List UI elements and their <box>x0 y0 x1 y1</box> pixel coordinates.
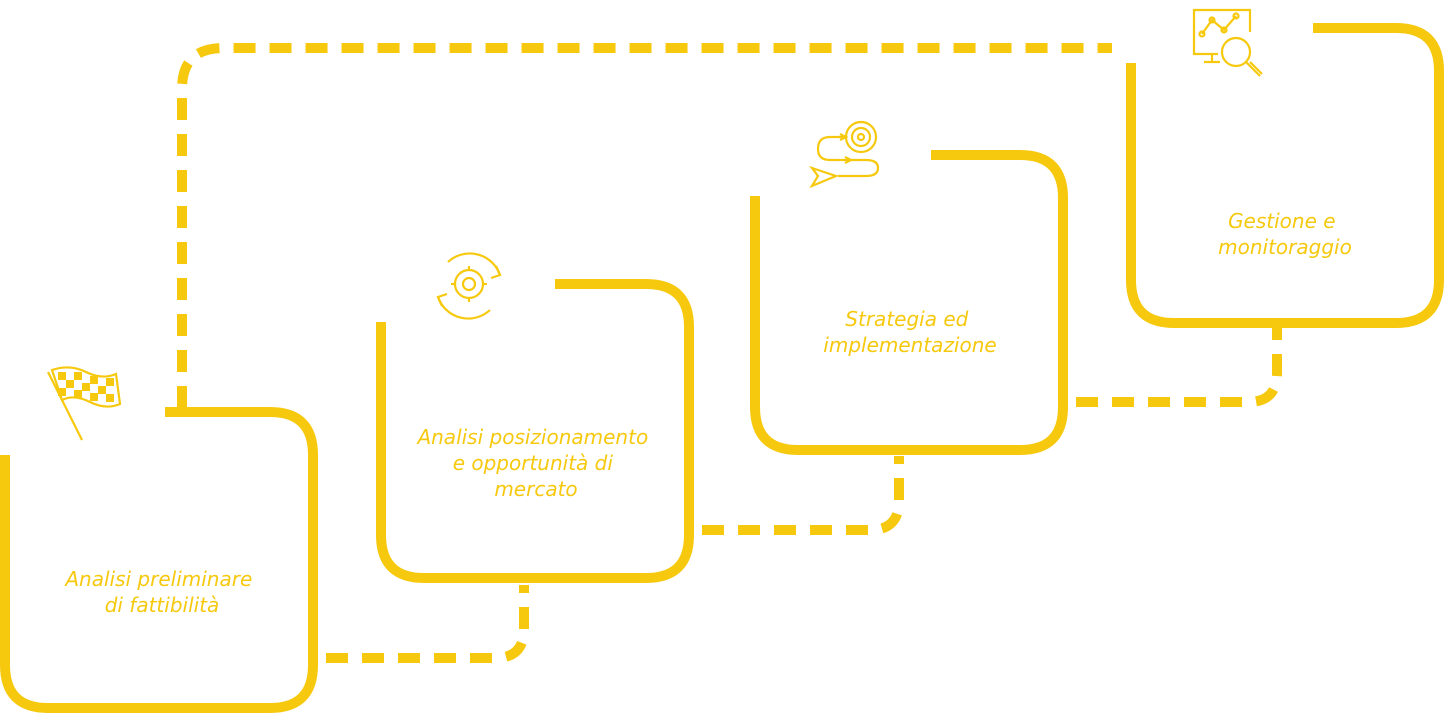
step-4-box <box>1126 23 1444 328</box>
step-1-label-line-1: Analisi preliminare <box>63 567 252 591</box>
step-4-label-line-1: Gestione e <box>1228 209 1336 233</box>
step-1: Analisi preliminare di fattibilità <box>0 366 318 713</box>
step-1-label-line-2: di fattibilità <box>105 593 220 617</box>
checkered-flag-icon <box>47 366 122 441</box>
svg-text:Analisi posizionamento e: Analisi posizionamento e opportunità di … <box>415 425 654 501</box>
step-1-box <box>0 407 318 713</box>
step-3-label-line-1: Strategia ed <box>845 307 968 331</box>
step-2: Analisi posizionamento e opportunità di … <box>376 252 694 583</box>
step-4-label-line-2: monitoraggio <box>1218 235 1352 259</box>
step-3-box <box>750 150 1068 455</box>
step-2-label-line-2: e opportunità di <box>453 451 614 475</box>
svg-text:Gestione e monitoraggio: Gestione e monitoraggio <box>1218 209 1352 259</box>
connectors <box>177 43 1282 663</box>
svg-text:Strategia ed implementaz: Strategia ed implementazione <box>823 307 996 357</box>
connector-2-3 <box>702 456 904 535</box>
step-3-label-line-2: implementazione <box>823 333 996 357</box>
gear-refresh-icon <box>436 252 502 320</box>
connector-1-2 <box>326 585 529 663</box>
step-2-label-line-1: Analisi posizionamento <box>415 425 648 449</box>
analytics-search-icon <box>1192 8 1263 77</box>
step-3: Strategia ed implementazione <box>750 120 1068 455</box>
step-4: Gestione e monitoraggio <box>1126 8 1444 328</box>
target-strategy-icon <box>809 120 880 189</box>
step-2-label-line-3: mercato <box>494 477 577 501</box>
svg-text:Analisi preliminare di f: Analisi preliminare di fattibilità <box>63 567 258 617</box>
connector-3-4 <box>1076 328 1282 407</box>
step-2-box <box>376 279 694 583</box>
